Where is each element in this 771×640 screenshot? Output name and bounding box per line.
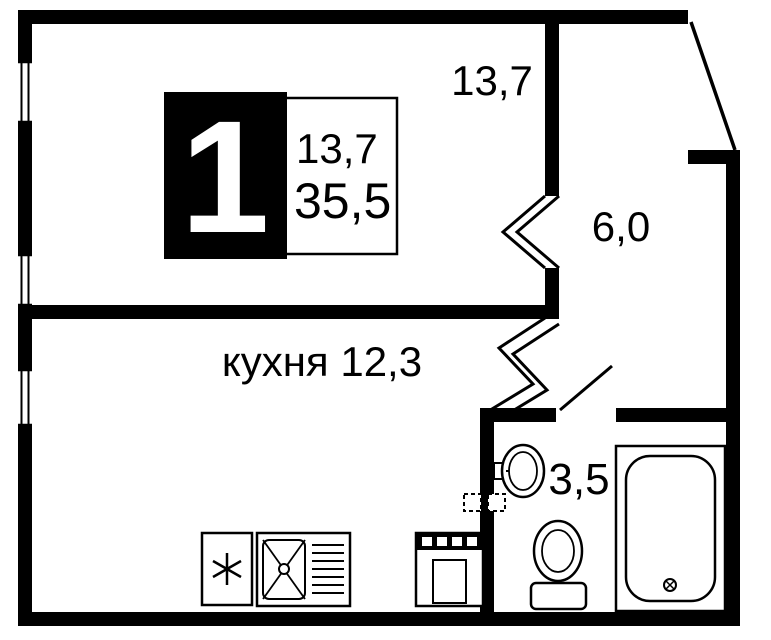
badge-room-count: 1	[181, 87, 270, 266]
fridge-icon	[200, 531, 254, 607]
room-labels: 13,7 6,0 кухня 12,3 3,5	[222, 57, 650, 504]
window-icon	[18, 60, 32, 124]
badge-total-area: 35,5	[294, 173, 391, 229]
entrance-door-icon	[689, 21, 737, 151]
wall-top	[18, 10, 688, 24]
wall-bathroom-top-right	[616, 408, 740, 422]
bathroom-fixtures	[463, 443, 727, 613]
window-icon	[18, 253, 32, 307]
wall-bathroom-top-left	[480, 408, 556, 422]
wall-right	[726, 164, 740, 626]
wall-bottom	[18, 612, 740, 626]
wall-left-seg1	[18, 10, 32, 62]
room-area-label: 13,7	[451, 57, 533, 104]
wall-right-entry-stub	[688, 150, 740, 164]
kitchen-sink-icon	[255, 531, 352, 608]
vent-shaft-icon	[487, 493, 506, 512]
vent-shaft-icon	[463, 493, 482, 512]
kitchen-opening-icon	[486, 316, 560, 420]
toilet-icon	[529, 519, 588, 611]
wall-room-hall-upper	[545, 24, 559, 196]
room-opening-icon	[500, 194, 560, 270]
badge-black-box	[164, 92, 287, 259]
hallway-area-label: 6,0	[592, 203, 650, 250]
badge-living-area: 13,7	[296, 125, 378, 172]
windows	[18, 60, 32, 427]
kitchen-fixtures	[200, 531, 485, 608]
wall-left-seg4	[18, 425, 32, 626]
wall-room-kitchen-divider	[32, 305, 559, 319]
wall-left-seg3	[18, 305, 32, 370]
bathtub-icon	[614, 444, 727, 613]
openings	[486, 21, 737, 420]
bathroom-door-icon	[559, 364, 613, 412]
bathroom-area-label: 3,5	[548, 455, 609, 504]
stove-icon	[414, 531, 485, 608]
apartment-badge: 1 13,7 35,5	[164, 87, 399, 266]
walls	[18, 10, 740, 626]
kitchen-label: кухня 12,3	[222, 338, 422, 385]
window-icon	[18, 368, 32, 427]
wall-left-seg2	[18, 122, 32, 255]
washbasin-icon	[493, 443, 546, 499]
